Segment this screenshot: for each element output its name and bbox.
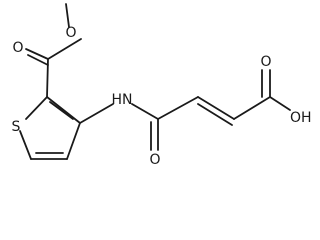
atom-amide-o: O <box>149 152 160 168</box>
atom-labels: O O S HN O O OH <box>12 25 312 168</box>
bond-ester-to-ring <box>46 58 49 98</box>
bond-n-carbonyl <box>131 103 159 120</box>
bond-c3-n <box>79 103 114 124</box>
bond-c4-c3 <box>66 122 81 160</box>
bond-carbonyl-alkene <box>157 96 199 120</box>
atom-sulfur: S <box>12 119 21 135</box>
bond-ester-carbonyl-single <box>25 48 49 60</box>
bond-ester-carbonyl-double <box>27 54 49 66</box>
bond-acid-c-oh <box>269 96 291 111</box>
bond-c3-c2-inner <box>49 101 74 120</box>
atom-ester-o-methyl: O <box>65 25 76 41</box>
atom-ester-o-carbonyl: O <box>12 40 23 56</box>
bond-alkene-inner <box>197 103 233 126</box>
atom-acid-o-carbonyl: O <box>260 54 271 70</box>
chemical-structure: O O S HN O O OH <box>12 3 312 168</box>
bond-o-carbonyl-carbon <box>47 38 82 60</box>
bond-methyl-o <box>65 3 70 28</box>
bond-s-c5 <box>19 130 32 160</box>
bond-c2-s <box>25 96 48 120</box>
bond-alkene-acid <box>233 96 271 120</box>
bond-alkene-outer <box>197 96 235 120</box>
bonds <box>19 3 291 160</box>
atom-amide-nh: HN <box>112 92 133 108</box>
bond-c3-c2 <box>46 96 81 124</box>
atom-acid-oh: OH <box>290 110 312 126</box>
